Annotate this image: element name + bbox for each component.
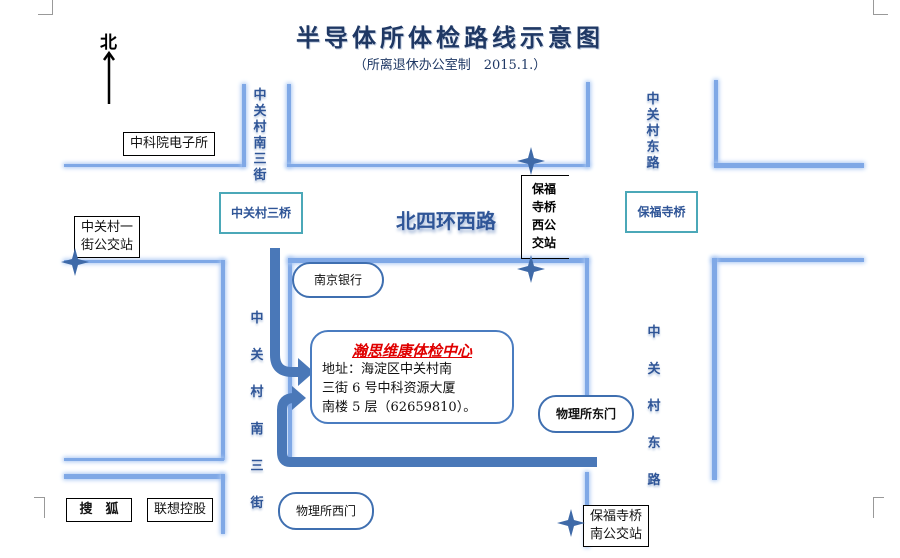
bus-stop-zgc-1st-street: 中关村一 街公交站 xyxy=(74,216,141,258)
landmark-sohu: 搜 狐 xyxy=(66,498,132,522)
road-segment xyxy=(585,258,589,398)
road-label-char: 关 xyxy=(646,108,660,123)
road-label-char: 村 xyxy=(647,399,661,414)
bus-stop-line: 交站 xyxy=(532,236,557,250)
road-label-char: 村 xyxy=(250,385,264,400)
road-label-char: 关 xyxy=(253,104,267,119)
bus-stop-line: 寺桥 xyxy=(532,200,557,214)
road-segment xyxy=(221,260,225,460)
road-label-char: 村 xyxy=(646,124,660,139)
route-arrow-from-north xyxy=(270,248,300,377)
landmark-ie-cas: 中科院电子所 xyxy=(123,132,216,156)
road-label-char: 中 xyxy=(647,325,661,340)
route-arrowhead-from-east xyxy=(292,386,306,410)
address-line: 地址：海淀区中关村南 xyxy=(322,362,453,377)
map-title: 半导体所体检路线示意图 xyxy=(296,23,604,52)
road-label-zgc-east-bottom: 中 关 村 东 路 xyxy=(646,325,662,510)
bus-stop-line: 保福寺桥 xyxy=(590,509,643,524)
address-line: 三街 6 号中科资源大厦 xyxy=(322,381,456,396)
bus-stop-star-icon xyxy=(517,255,545,283)
landmark-physics-east-gate: 物理所东门 xyxy=(538,395,634,433)
road-label-zgc-east-top: 中 关 村 东 路 xyxy=(645,92,661,172)
corner-mark-bottom-left xyxy=(34,497,45,518)
road-label-char: 东 xyxy=(647,436,661,451)
road-label-char: 路 xyxy=(647,473,661,488)
bridge-label-zgc-3rd: 中关村三桥 xyxy=(219,192,303,234)
bus-stop-star-icon xyxy=(557,509,585,537)
road-label-char: 关 xyxy=(647,362,661,377)
bus-stop-baofusi-west: 保福 寺桥 西公 交站 xyxy=(521,175,569,259)
road-segment xyxy=(242,84,246,167)
road-label-char: 街 xyxy=(253,168,267,183)
road-segment xyxy=(221,474,225,534)
road-label-char: 街 xyxy=(250,496,264,511)
road-label-char: 东 xyxy=(646,140,660,155)
road-label-char: 关 xyxy=(250,348,264,363)
road-label-char: 村 xyxy=(253,120,267,135)
road-label-char: 中 xyxy=(646,92,660,107)
road-segment xyxy=(287,84,291,167)
road-segment xyxy=(714,80,718,166)
corner-mark-top-right xyxy=(873,0,888,15)
destination-address: 地址：海淀区中关村南 三街 6 号中科资源大厦 南楼 5 层（62659810）… xyxy=(322,360,507,417)
landmark-physics-west-gate: 物理所西门 xyxy=(278,492,374,530)
north-arrow-icon xyxy=(102,50,116,104)
road-segment xyxy=(287,164,589,167)
bus-stop-line: 南公交站 xyxy=(590,527,643,542)
map-subtitle: （所离退休办公室制 2015.1.） xyxy=(353,58,547,73)
destination-name: 瀚思维康体检中心 xyxy=(351,342,472,360)
road-label-char: 中 xyxy=(253,88,267,103)
road-label-char: 三 xyxy=(253,152,267,167)
bus-stop-line: 中关村一 xyxy=(81,220,134,235)
road-label-char: 三 xyxy=(250,459,264,474)
address-line: 南楼 5 层（62659810）。 xyxy=(322,400,477,415)
route-arrow-from-east xyxy=(277,393,597,467)
road-segment xyxy=(64,260,224,263)
corner-mark-bottom-right xyxy=(873,497,884,518)
road-label-zgc-south-3rd-bottom: 中 关 村 南 三 街 xyxy=(249,311,265,533)
north-label: 北 xyxy=(100,33,117,53)
destination-card: 瀚思维康体检中心 地址：海淀区中关村南 三街 6 号中科资源大厦 南楼 5 层（… xyxy=(310,330,514,424)
bus-stop-line: 保福 xyxy=(532,182,557,196)
road-segment xyxy=(64,164,244,167)
road-segment xyxy=(714,163,864,168)
road-segment xyxy=(288,258,292,458)
road-segment xyxy=(64,474,224,479)
bus-stop-star-icon xyxy=(517,147,545,175)
bus-stop-baofusi-south: 保福寺桥 南公交站 xyxy=(583,505,650,547)
road-label-char: 南 xyxy=(250,422,264,437)
bridge-label-baofusi: 保福寺桥 xyxy=(625,191,698,233)
route-arrowhead-from-north xyxy=(298,358,314,386)
road-segment xyxy=(586,82,590,167)
corner-mark-top-left xyxy=(38,0,53,15)
road-label-beisihuan-west: 北四环西路 xyxy=(396,209,496,233)
bus-stop-line: 街公交站 xyxy=(81,238,134,253)
bus-stop-star-icon xyxy=(61,248,89,276)
road-label-zgc-south-3rd-top: 中 关 村 南 三 街 xyxy=(252,88,268,184)
bus-stop-line: 西公 xyxy=(532,218,557,232)
landmark-nanjing-bank: 南京银行 xyxy=(292,262,384,298)
road-segment xyxy=(712,258,717,480)
landmark-lenovo: 联想控股 xyxy=(147,498,214,522)
road-label-char: 南 xyxy=(253,136,267,151)
road-segment xyxy=(712,258,864,262)
road-label-char: 中 xyxy=(250,311,264,326)
road-segment xyxy=(64,458,224,461)
road-label-char: 路 xyxy=(646,156,660,171)
road-segment xyxy=(288,258,588,263)
